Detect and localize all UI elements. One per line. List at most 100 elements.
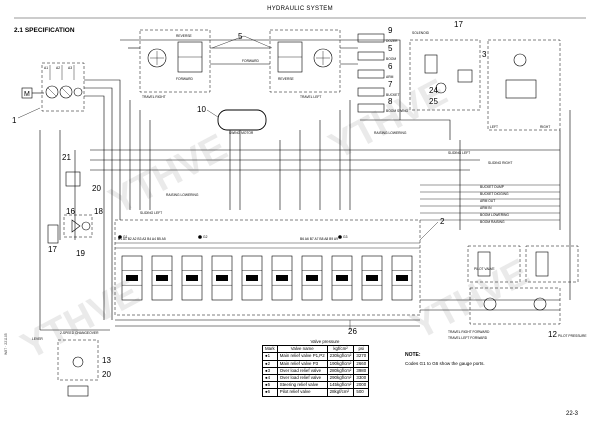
valve-spool <box>211 255 233 301</box>
svg-text:BOOM: BOOM <box>386 57 396 61</box>
spool-solenoid-icon <box>396 275 408 281</box>
svg-text:BOOM LOWERING: BOOM LOWERING <box>480 213 509 217</box>
svg-text:BUCKET DUMP: BUCKET DUMP <box>480 185 505 189</box>
cylinder-stack: DOZER BOOM ARM BUCKET BOOM SWING 9 5 6 7… <box>357 26 409 135</box>
pilot-block-right: SOLENOID 17 24 25 3 RIGHT LEFT <box>409 20 561 131</box>
svg-text:YTHVE: YTHVE <box>15 271 147 368</box>
svg-text:2: 2 <box>440 217 445 226</box>
svg-text:RIGHT: RIGHT <box>540 125 550 129</box>
svg-text:BUCKET: BUCKET <box>386 93 399 97</box>
spool-solenoid-icon <box>126 275 138 281</box>
svg-text:BUCKET DIGGING: BUCKET DIGGING <box>480 192 509 196</box>
svg-text:ARM: ARM <box>386 75 394 79</box>
svg-text:M: M <box>24 91 30 98</box>
valve-spool <box>121 255 143 301</box>
svg-text:TRAVEL RIGHT: TRAVEL RIGHT <box>142 95 166 99</box>
svg-text:G3: G3 <box>343 235 348 239</box>
svg-text:3: 3 <box>482 50 487 59</box>
page-header-title: HYDRAULIC SYSTEM <box>267 6 333 12</box>
spool-solenoid-icon <box>336 275 348 281</box>
svg-text:SOLENOID: SOLENOID <box>412 31 430 35</box>
valve-spool <box>241 255 263 301</box>
callout-1: 1 <box>12 116 17 125</box>
spool-solenoid-icon <box>306 275 318 281</box>
svg-text:G2: G2 <box>203 235 208 239</box>
valve-pressure-table: Valve pressure Mark Valve name kgf/cm² p… <box>262 339 370 397</box>
valve-spool <box>331 255 353 301</box>
svg-text:REVERSE: REVERSE <box>176 34 193 38</box>
svg-text:TRAVEL LEFT: TRAVEL LEFT <box>300 95 321 99</box>
svg-text:PILOT PRESSURE: PILOT PRESSURE <box>558 334 587 338</box>
svg-text:13: 13 <box>102 356 111 365</box>
spool-solenoid-icon <box>246 275 258 281</box>
svg-text:A2: A2 <box>56 66 60 70</box>
spool-solenoid-icon <box>156 275 168 281</box>
svg-text:BOOM SWING: BOOM SWING <box>386 109 409 113</box>
svg-text:20: 20 <box>102 370 111 379</box>
speed-lever: LEVER 2-SPEED CHANGEOVER 13 20 <box>32 331 111 397</box>
svg-text:6: 6 <box>388 62 393 71</box>
svg-text:17: 17 <box>454 20 463 29</box>
swing-motor: SWING MOTOR 10 <box>197 105 267 135</box>
note-text: Codes G1 to G6 show the gauge ports. <box>405 361 485 366</box>
svg-text:2-SPEED CHANGEOVER: 2-SPEED CHANGEOVER <box>60 331 99 335</box>
svg-text:FORWARD: FORWARD <box>176 77 193 81</box>
svg-text:RAISING LOWERING: RAISING LOWERING <box>374 131 407 135</box>
svg-text:TRAVEL RIGHT FORWARD: TRAVEL RIGHT FORWARD <box>448 330 490 334</box>
valve-spool <box>391 255 413 301</box>
note-title: NOTE: <box>405 352 421 358</box>
svg-text:SLIDING RIGHT: SLIDING RIGHT <box>488 161 512 165</box>
svg-text:SWING MOTOR: SWING MOTOR <box>229 131 254 135</box>
svg-text:20: 20 <box>92 184 101 193</box>
svg-text:21: 21 <box>62 153 71 162</box>
valve-spool <box>181 255 203 301</box>
return-filter-group: 21 20 16 18 17 19 <box>47 153 103 258</box>
valve-spool <box>151 255 173 301</box>
svg-text:LEFT: LEFT <box>490 125 498 129</box>
svg-text:PILOT VALVE: PILOT VALVE <box>474 267 495 271</box>
svg-text:9: 9 <box>388 26 393 35</box>
travel-motor-left: FORWARD REVERSE TRAVEL LEFT <box>242 29 341 99</box>
svg-text:SLIDING LEFT: SLIDING LEFT <box>140 211 162 215</box>
svg-text:LEVER: LEVER <box>32 337 43 341</box>
control-valve-bank: B1 A1 B2 A2 B3 A3 B4 A4 B5 A5 B6 A6 B7 A… <box>114 151 512 316</box>
valve-spool <box>301 255 323 301</box>
svg-text:16: 16 <box>66 207 75 216</box>
svg-text:BOOM RAISING: BOOM RAISING <box>480 220 505 224</box>
spool-solenoid-icon <box>366 275 378 281</box>
svg-text:24: 24 <box>429 86 438 95</box>
valve-spool <box>271 255 293 301</box>
section-title: 2.1 SPECIFICATION <box>14 27 75 34</box>
svg-text:G1: G1 <box>123 235 128 239</box>
svg-text:25: 25 <box>429 97 438 106</box>
svg-text:19: 19 <box>76 249 85 258</box>
spool-solenoid-icon <box>276 275 288 281</box>
svg-text:YTHVE: YTHVE <box>103 126 235 223</box>
gauge-ports: G1 G2 G3 <box>118 235 348 239</box>
hydraulic-lines <box>39 39 571 331</box>
svg-text:7: 7 <box>388 80 393 89</box>
svg-text:REVERSE: REVERSE <box>278 77 295 81</box>
valve-spool <box>361 255 383 301</box>
svg-text:B6 A6 B7 A7 B8 A8 B9 A9: B6 A6 B7 A7 B8 A8 B9 A9 <box>300 237 338 241</box>
svg-text:17: 17 <box>48 245 57 254</box>
svg-text:5: 5 <box>388 44 393 53</box>
svg-text:12: 12 <box>548 330 557 339</box>
spool-solenoid-icon <box>186 275 198 281</box>
svg-text:ARM OUT: ARM OUT <box>480 199 495 203</box>
svg-text:8: 8 <box>388 97 393 106</box>
svg-text:18: 18 <box>94 207 103 216</box>
travel-motor-right: REVERSE FORWARD TRAVEL RIGHT <box>139 29 211 99</box>
pilot-valves-right: PILOT VALVE TRAVEL RIGHT FORWARD TRAVEL … <box>348 245 587 340</box>
svg-text:ARM IN: ARM IN <box>480 206 492 210</box>
svg-text:FORWARD: FORWARD <box>242 59 259 63</box>
